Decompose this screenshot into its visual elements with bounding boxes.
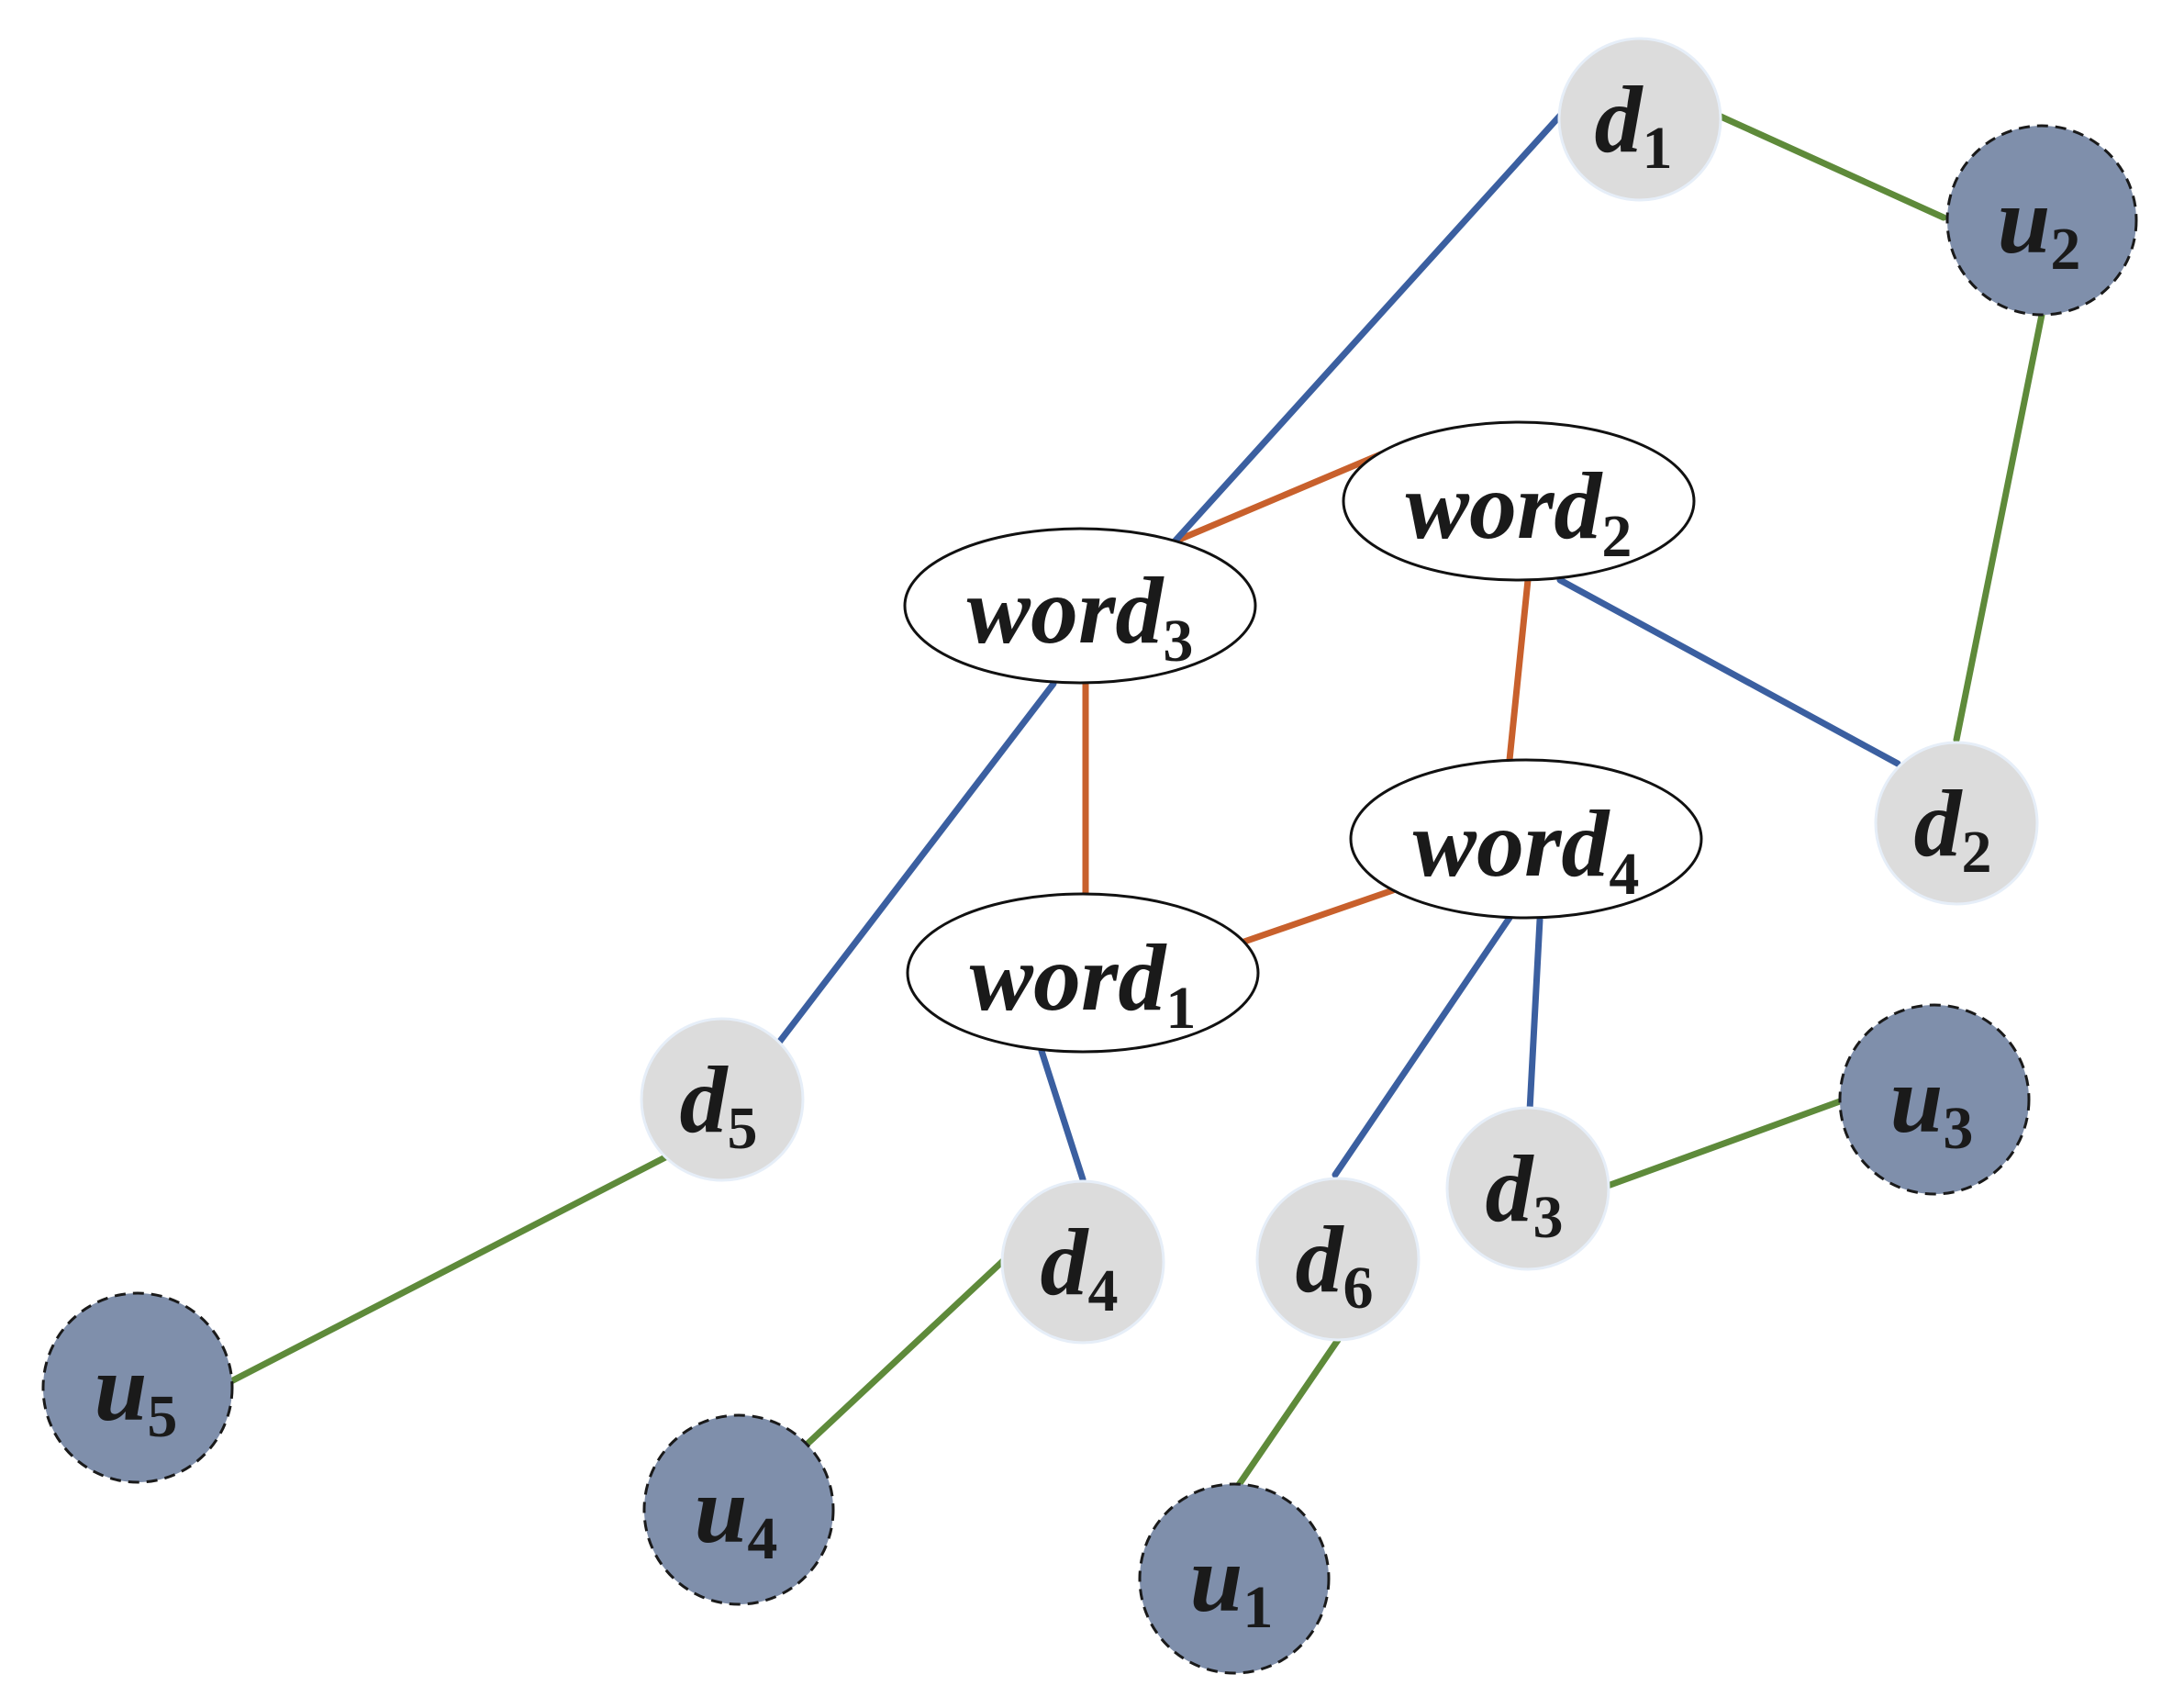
node-u4-subscript: 4 <box>747 1505 777 1572</box>
node-u2-label: u <box>1998 168 2051 274</box>
edge-d6-u1 <box>1231 1336 1342 1495</box>
edge-d4-u4 <box>804 1256 1008 1447</box>
node-u3-label: u <box>1890 1047 1944 1153</box>
node-u5-subscript: 5 <box>147 1383 177 1450</box>
node-u1-label: u <box>1190 1526 1243 1632</box>
node-d4: d4 <box>1000 1179 1165 1345</box>
node-d5-subscript: 5 <box>728 1095 758 1162</box>
node-d5: d5 <box>640 1017 805 1182</box>
svg-text:word4: word4 <box>1413 791 1640 908</box>
node-d5-label: d <box>680 1047 730 1153</box>
node-u2-subscript: 2 <box>2050 216 2080 283</box>
edge-d5-u5 <box>228 1153 671 1385</box>
node-d2: d2 <box>1874 741 2039 906</box>
svg-text:d3: d3 <box>1486 1136 1564 1251</box>
node-d6-subscript: 6 <box>1343 1255 1374 1322</box>
svg-text:word1: word1 <box>970 925 1197 1042</box>
node-d6-label: d <box>1296 1207 1345 1312</box>
node-d2-label: d <box>1914 771 1964 876</box>
svg-text:d5: d5 <box>680 1047 758 1162</box>
edges <box>228 112 2045 1495</box>
node-u3: u3 <box>1838 1003 2031 1196</box>
edge-word1-d4 <box>1038 1047 1086 1183</box>
word-nodes: word3 word2 word4 word1 <box>903 420 1703 1054</box>
edge-d1-u2 <box>1715 112 1947 221</box>
svg-text:u5: u5 <box>95 1335 178 1450</box>
edge-word3-d5 <box>774 680 1057 1047</box>
user-nodes: u2 u3 u5 u4 u1 <box>41 124 2138 1675</box>
node-d4-subscript: 4 <box>1088 1257 1119 1324</box>
node-word4-label: word <box>1413 791 1611 897</box>
node-u3-subscript: 3 <box>1943 1095 1973 1162</box>
node-word3-subscript: 3 <box>1163 608 1193 675</box>
document-nodes: d1 d2 d5 d3 d4 <box>640 37 2039 1345</box>
node-u5: u5 <box>41 1291 234 1484</box>
edge-word4-d3 <box>1526 916 1543 1114</box>
node-u5-label: u <box>95 1335 148 1441</box>
node-d1-label: d <box>1595 67 1644 173</box>
svg-text:d2: d2 <box>1914 771 1992 886</box>
node-word4: word4 <box>1349 758 1703 920</box>
node-word1-label: word <box>970 925 1168 1031</box>
svg-text:u3: u3 <box>1890 1047 1974 1162</box>
node-d3-label: d <box>1486 1136 1535 1242</box>
node-u1: u1 <box>1138 1482 1331 1675</box>
node-u4: u4 <box>642 1413 835 1606</box>
node-u2: u2 <box>1945 124 2138 317</box>
svg-text:u4: u4 <box>695 1457 778 1572</box>
node-word4-subscript: 4 <box>1609 841 1639 908</box>
node-word1-subscript: 1 <box>1165 975 1196 1042</box>
node-u1-subscript: 1 <box>1243 1574 1273 1641</box>
svg-text:word3: word3 <box>967 558 1194 675</box>
node-u4-label: u <box>695 1457 748 1563</box>
node-d3: d3 <box>1445 1106 1610 1271</box>
node-word3: word3 <box>903 527 1257 685</box>
edge-word1-word4 <box>1235 887 1397 947</box>
node-word2-subscript: 2 <box>1601 503 1632 570</box>
edge-d3-u3 <box>1604 1098 1844 1189</box>
svg-text:u1: u1 <box>1190 1526 1274 1641</box>
svg-text:d1: d1 <box>1595 67 1673 182</box>
node-word2-label: word <box>1406 453 1604 559</box>
node-word2: word2 <box>1342 420 1696 582</box>
node-d2-subscript: 2 <box>1962 819 1992 886</box>
edge-word3-d1 <box>1171 112 1564 545</box>
node-d6: d6 <box>1255 1177 1421 1342</box>
svg-text:word2: word2 <box>1406 453 1633 570</box>
edge-u2-d2 <box>1953 311 2045 743</box>
edge-word2-word4 <box>1506 576 1532 764</box>
node-d4-label: d <box>1041 1210 1090 1315</box>
node-d3-subscript: 3 <box>1533 1184 1564 1251</box>
svg-text:d6: d6 <box>1296 1207 1374 1322</box>
node-d1-subscript: 1 <box>1643 115 1673 182</box>
svg-text:d4: d4 <box>1041 1210 1119 1324</box>
node-d1: d1 <box>1557 37 1722 202</box>
edge-word4-d6 <box>1332 914 1513 1178</box>
node-word1: word1 <box>906 892 1260 1054</box>
svg-text:u2: u2 <box>1998 168 2081 283</box>
node-word3-label: word <box>967 558 1165 664</box>
edge-word2-d2 <box>1556 576 1901 767</box>
